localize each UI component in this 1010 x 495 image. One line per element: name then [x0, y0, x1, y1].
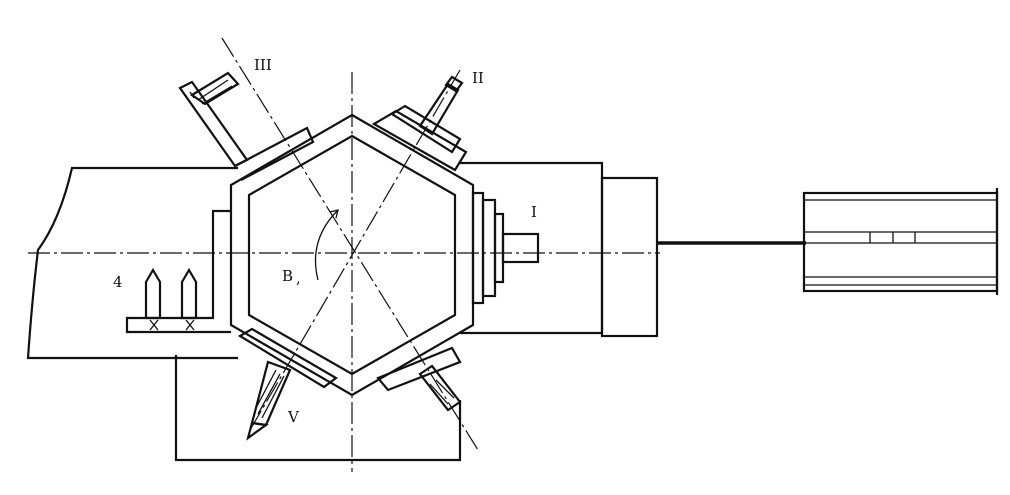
station-1-holder	[471, 191, 540, 305]
tool-holder-4	[125, 209, 231, 334]
housing-collar	[600, 176, 659, 338]
rotation-arrow	[314, 209, 339, 281]
label-center-b-mark: ,	[296, 269, 301, 287]
rotation-arrow-head	[329, 209, 339, 219]
saddle-block	[174, 355, 462, 462]
axis-station-2	[249, 69, 461, 431]
label-station-5: V	[287, 408, 300, 426]
machine-bed	[26, 166, 238, 360]
label-station-2: II	[472, 69, 484, 87]
label-center-b: B	[282, 267, 293, 285]
drive-cylinder	[802, 188, 999, 295]
label-station-1: I	[531, 203, 537, 221]
turret-housing	[460, 161, 604, 335]
axis-station-3	[221, 37, 479, 451]
label-station-3: III	[254, 56, 272, 74]
station-2-tool	[371, 75, 468, 172]
station-5-tool	[237, 327, 338, 441]
station-3-tool	[178, 71, 315, 181]
label-holder-4: 4	[113, 273, 123, 291]
